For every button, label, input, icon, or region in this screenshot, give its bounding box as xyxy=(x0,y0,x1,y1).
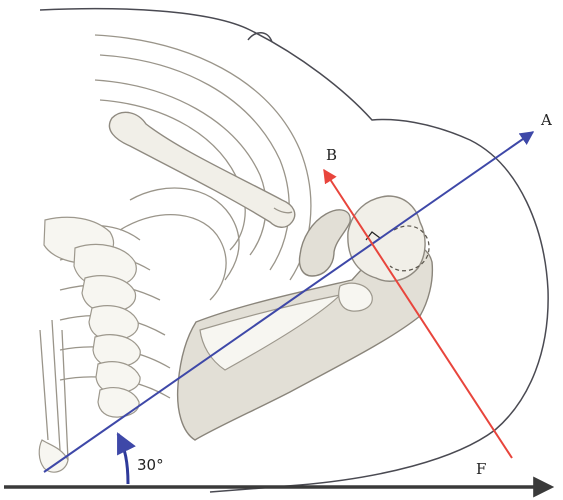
label-f: F xyxy=(476,460,486,478)
label-a: A xyxy=(540,111,552,129)
label-b: B xyxy=(326,146,337,164)
vertebral-column xyxy=(39,217,140,472)
angle-arc xyxy=(118,434,128,484)
angle-label: 30° xyxy=(137,456,164,474)
coracoid-process xyxy=(300,210,351,276)
neck-bump xyxy=(248,33,272,42)
acromion xyxy=(348,196,425,281)
clavicle xyxy=(109,112,294,227)
